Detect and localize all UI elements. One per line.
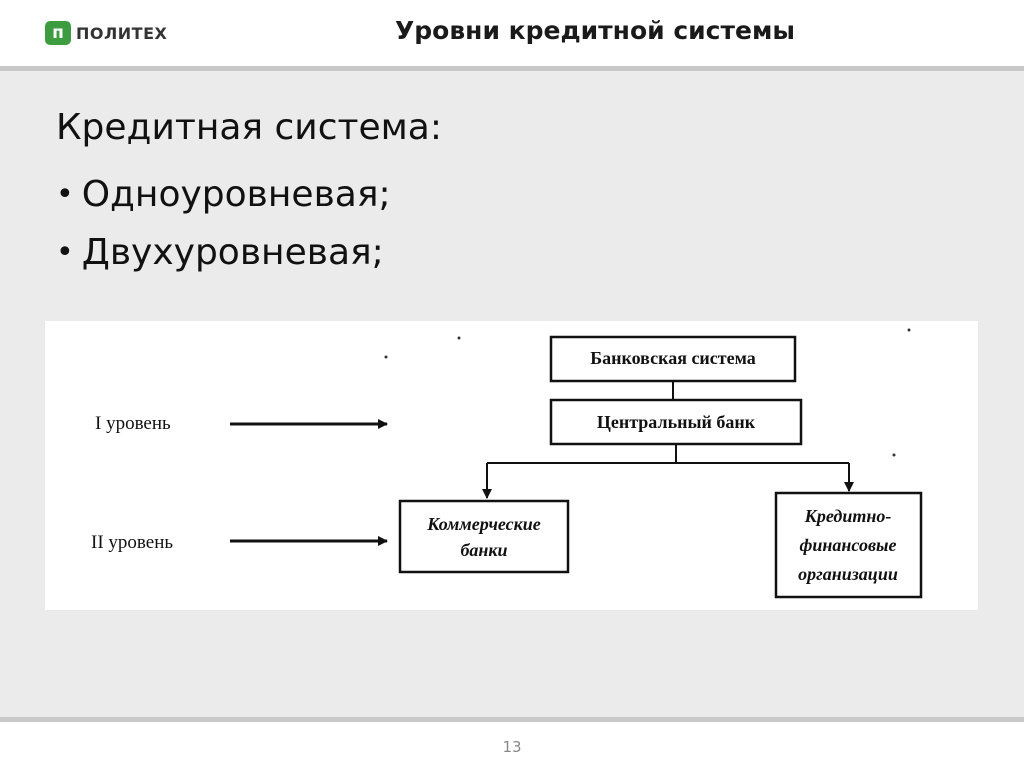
diagram-canvas: I уровень II уровень Банковская система …	[91, 328, 923, 599]
bullet-icon: •	[56, 234, 74, 270]
footer-divider	[0, 717, 1024, 722]
bullet-text: Одноуровневая;	[81, 173, 391, 215]
bullet-icon: •	[56, 176, 74, 212]
speck	[892, 453, 896, 457]
commercial-banks-label: банки	[460, 540, 507, 560]
logo-text: ПОЛИТЕХ	[76, 23, 168, 43]
content-heading: Кредитная система:	[56, 107, 442, 148]
bullet-item: • Двухуровневая;	[56, 223, 391, 281]
bullet-item: • Одноуровневая;	[56, 165, 391, 223]
central-bank-label: Центральный банк	[597, 412, 756, 432]
slide-title: Уровни кредитной системы	[395, 16, 795, 45]
credit-orgs-label: финансовые	[800, 535, 897, 555]
banking-system-label: Банковская система	[590, 348, 756, 368]
speck	[907, 328, 911, 332]
speck	[457, 336, 461, 340]
credit-system-diagram: I уровень II уровень Банковская система …	[45, 321, 978, 610]
credit-orgs-label: Кредитно-	[804, 506, 892, 526]
header-divider	[0, 66, 1024, 71]
page-number: 13	[502, 738, 522, 756]
bullet-text: Двухуровневая;	[81, 231, 384, 273]
level-2-label: II уровень	[91, 532, 173, 553]
credit-orgs-label: организации	[798, 564, 898, 584]
level-1-label: I уровень	[95, 413, 171, 434]
logo-mark: п	[45, 21, 71, 45]
bullet-list: • Одноуровневая; • Двухуровневая;	[56, 165, 391, 281]
commercial-banks-label: Коммерческие	[426, 514, 541, 534]
speck	[384, 355, 388, 359]
banking-system-box	[549, 335, 797, 383]
logo: п ПОЛИТЕХ	[45, 21, 167, 45]
slide-content: Кредитная система: • Одноуровневая; • Дв…	[0, 71, 1024, 717]
commercial-banks-box	[398, 499, 570, 574]
central-bank-box	[549, 398, 803, 446]
slide-header: п ПОЛИТЕХ Уровни кредитной системы	[0, 0, 1024, 66]
credit-orgs-box	[774, 491, 923, 599]
